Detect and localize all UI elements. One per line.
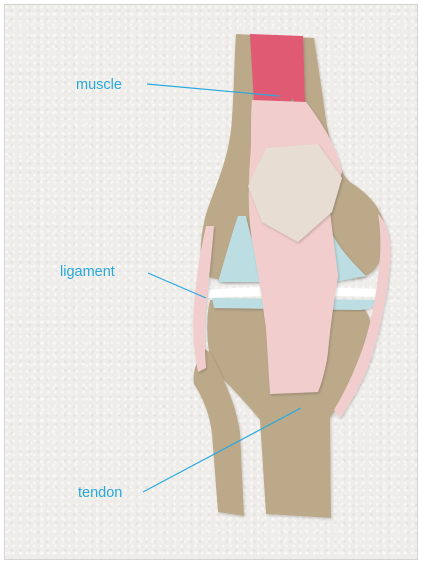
label-muscle: muscle xyxy=(76,77,122,93)
label-tendon: tendon xyxy=(78,485,122,501)
label-ligament: ligament xyxy=(60,264,115,280)
muscle-shape xyxy=(250,34,305,108)
